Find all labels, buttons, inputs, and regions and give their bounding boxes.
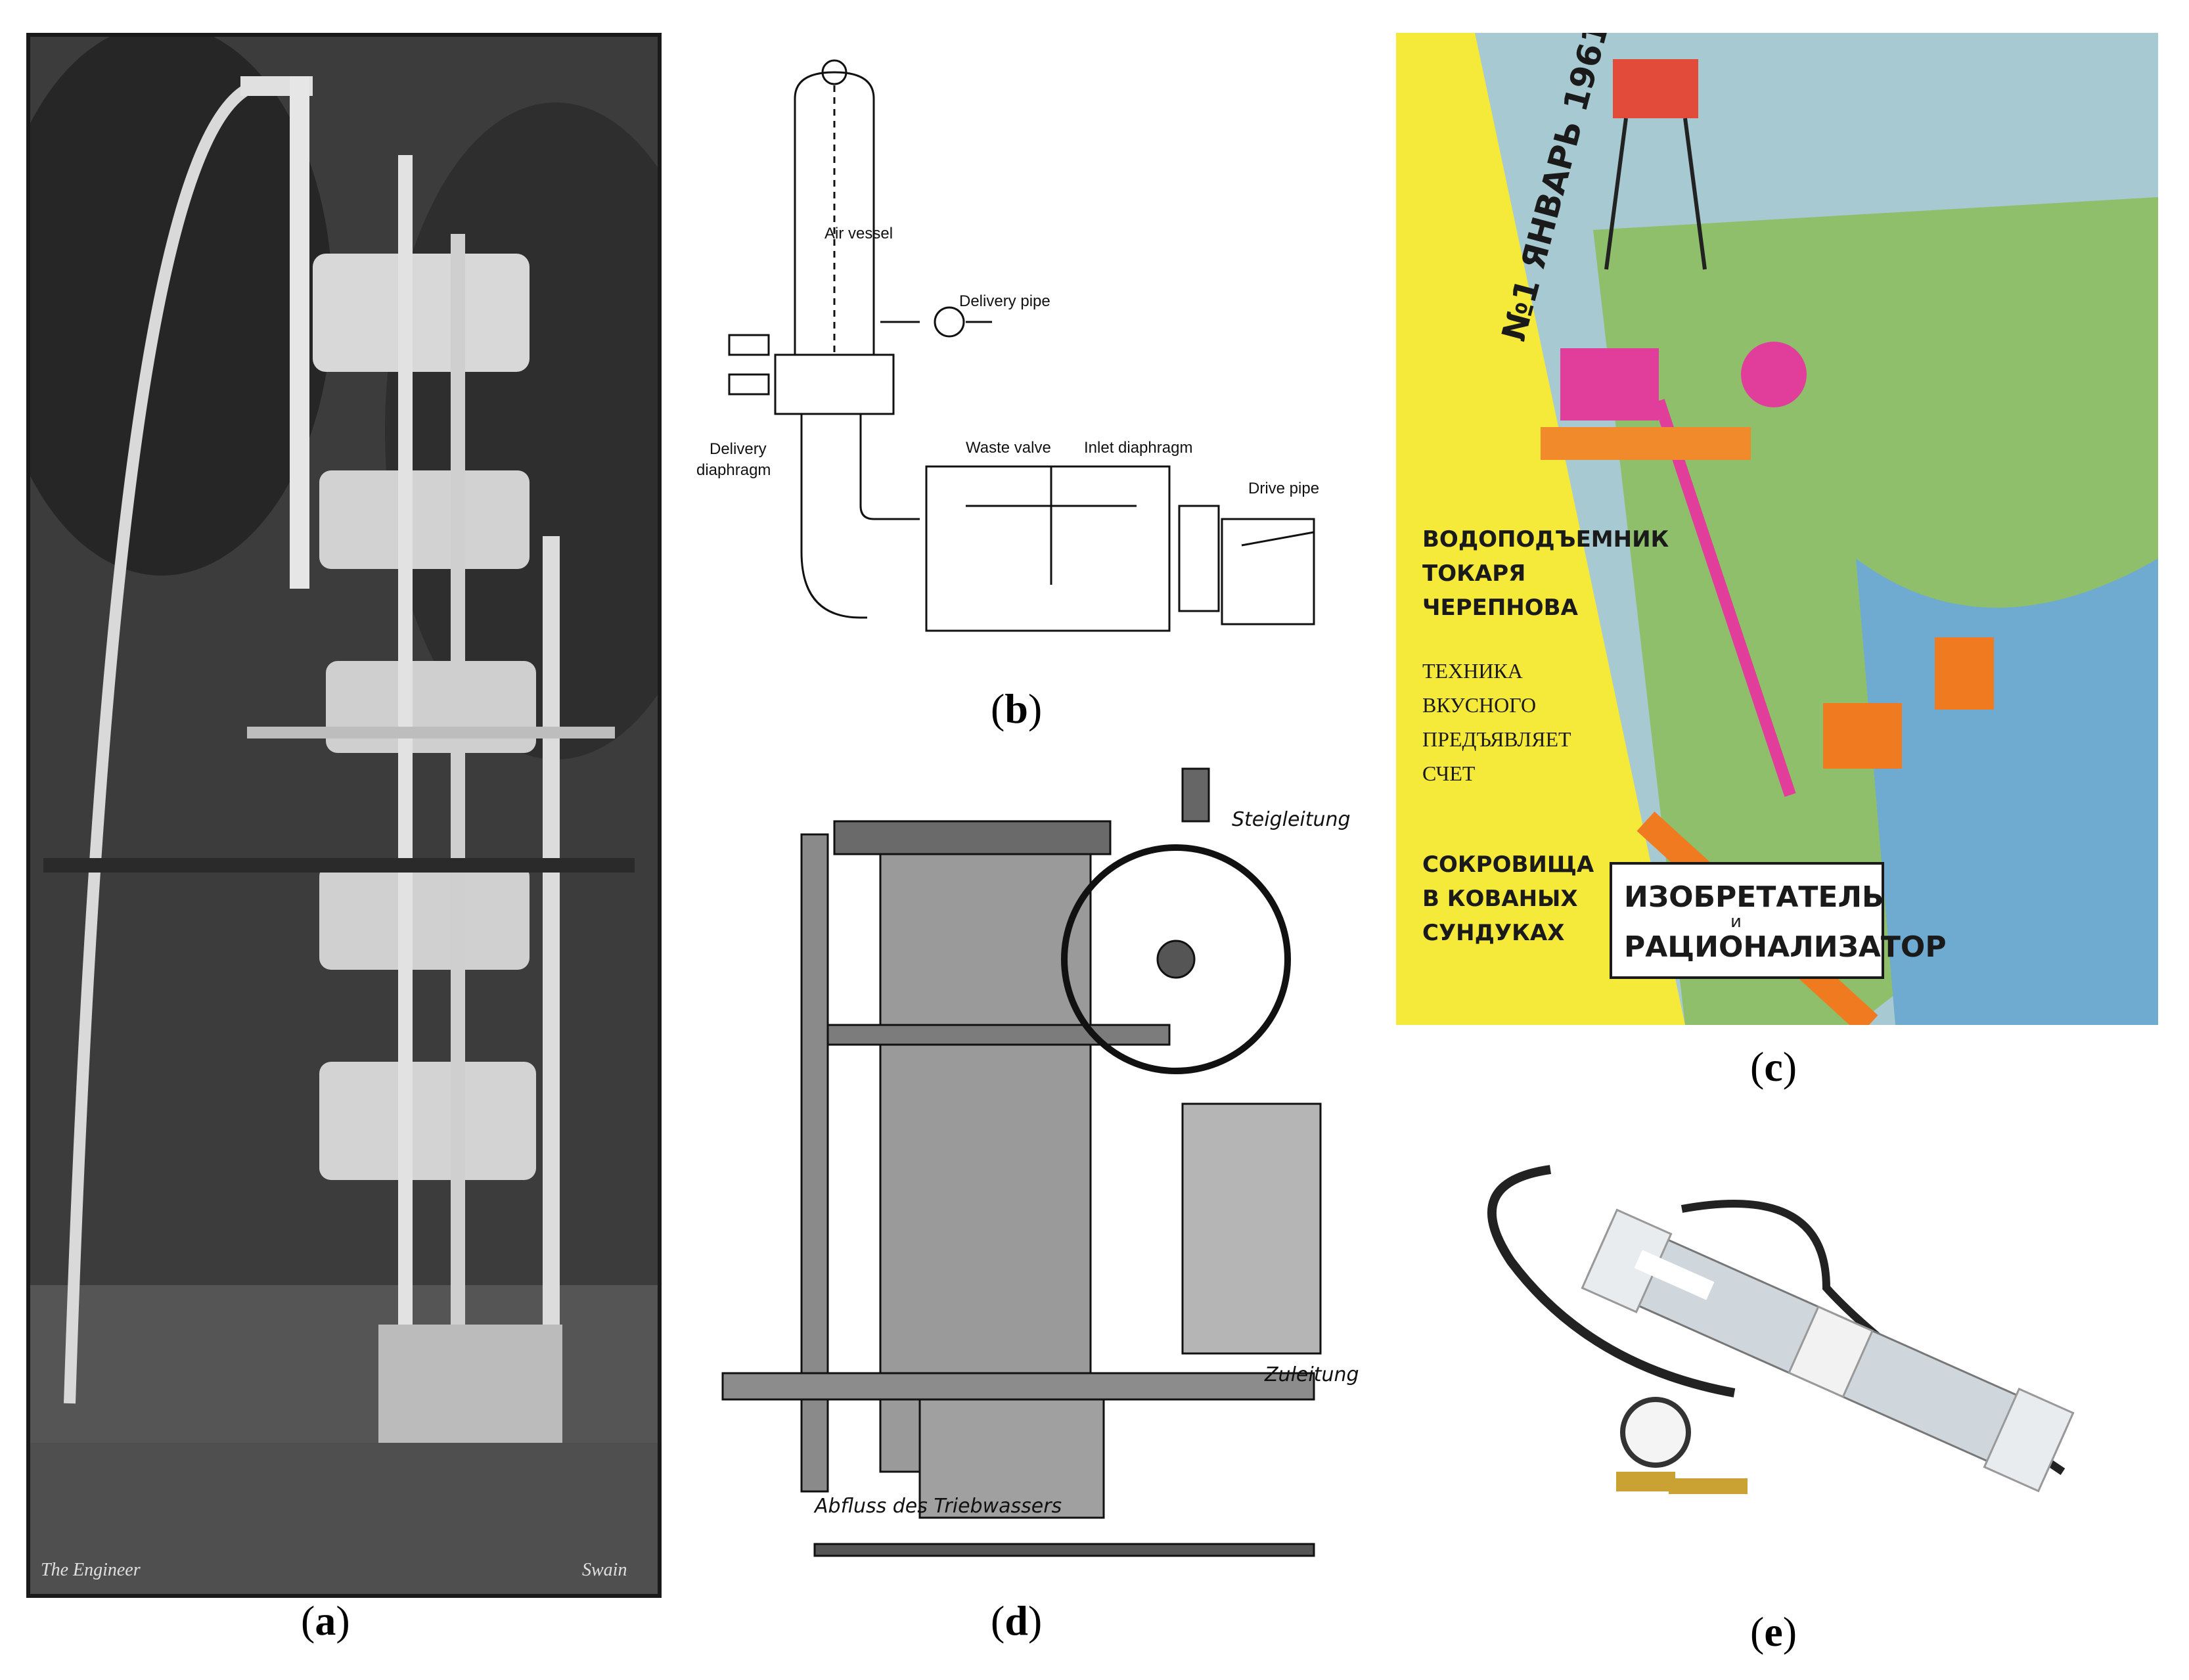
label-delivery-diaphragm-2: diaphragm bbox=[696, 461, 771, 479]
label-zuleitung: Zuleitung bbox=[1265, 1363, 1359, 1386]
drawing-panel-b: Air vessel Delivery pipe Delivery diaphr… bbox=[690, 46, 1340, 670]
label-waste-valve: Waste valve bbox=[966, 439, 1051, 457]
caption-e: (e) bbox=[1750, 1608, 1797, 1655]
cover-headline-2: ТЕХНИКА ВКУСНОГО ПРЕДЪЯВЛЯЕТ СЧЕТ bbox=[1422, 659, 1571, 785]
caption-b: (b) bbox=[991, 685, 1043, 732]
caption-d: (d) bbox=[991, 1597, 1043, 1644]
label-delivery-pipe: Delivery pipe bbox=[959, 292, 1050, 310]
magazine-cover-illustration bbox=[1396, 33, 2158, 1025]
cover-headline-3: СОКРОВИЩА В КОВАНЫХ СУНДУКАХ bbox=[1422, 851, 1594, 946]
ram-pump-tower-photo bbox=[30, 37, 658, 1594]
ram-pump-section-drawing bbox=[728, 59, 1315, 632]
photo-panel-e bbox=[1458, 1156, 2109, 1577]
photo-panel-a: The Engineer Swain bbox=[26, 33, 662, 1598]
pump-engraving bbox=[721, 767, 1322, 1557]
photo-credit-left: The Engineer bbox=[41, 1560, 141, 1580]
cover-headline-1: ВОДОПОДЪЕМНИК ТОКАРЯ ЧЕРЕПНОВА bbox=[1422, 526, 1669, 621]
engraving-panel-d: Steigleitung Zuleitung Abfluss des Trieb… bbox=[683, 742, 1380, 1577]
cover-masthead: ИЗОБРЕТАТЕЛЬ и РАЦИОНАЛИЗАТОР bbox=[1610, 862, 1947, 979]
modern-ram-pump-photo bbox=[1487, 1165, 2075, 1494]
label-inlet-diaphragm: Inlet diaphragm bbox=[1084, 439, 1193, 457]
label-drive-pipe: Drive pipe bbox=[1248, 480, 1320, 497]
label-delivery-diaphragm-1: Delivery bbox=[710, 440, 767, 458]
magazine-cover-panel-c: №1 ЯНВАРЬ 1961 ВОДОПОДЪЕМНИК ТОКАРЯ ЧЕРЕ… bbox=[1396, 33, 2158, 1025]
caption-a: (a) bbox=[301, 1597, 350, 1644]
label-steigleitung: Steigleitung bbox=[1232, 808, 1351, 831]
label-air-vessel: Air vessel bbox=[824, 225, 893, 242]
label-abfluss: Abfluss des Triebwassers bbox=[815, 1495, 1062, 1518]
photo-credit-right: Swain bbox=[582, 1560, 627, 1580]
caption-c: (c) bbox=[1750, 1043, 1797, 1090]
